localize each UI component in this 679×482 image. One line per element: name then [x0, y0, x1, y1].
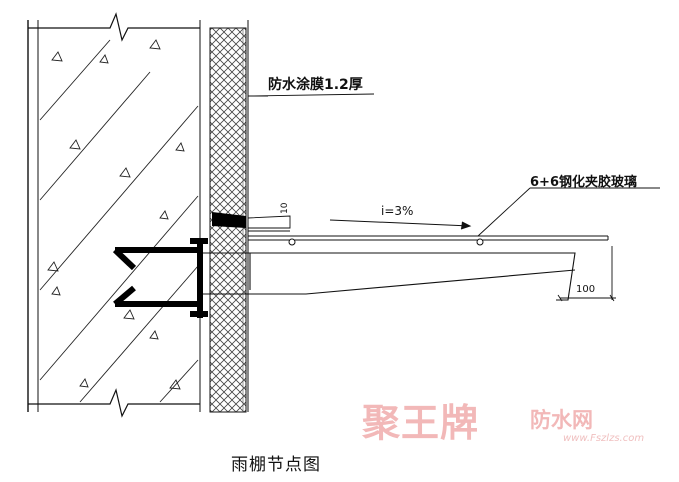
concrete-wall [27, 12, 201, 418]
cantilever-beam [203, 252, 576, 301]
glass-panel [248, 230, 609, 246]
watermark-site: 防水网 [530, 408, 593, 432]
small-dimension-label: 10 [280, 202, 290, 214]
drawing-title: 雨棚节点图 [231, 455, 321, 475]
dimension-100-label: 100 [576, 284, 596, 295]
sealant-joint [212, 212, 291, 229]
slope-arrow [329, 219, 472, 230]
watermark-brand: 聚王牌 [362, 400, 480, 445]
laminated-glass-label: 6+6钢化夹胶玻璃 [530, 175, 637, 190]
leader-lines [247, 93, 660, 237]
dimension-100 [557, 246, 616, 302]
steel-bracket [112, 238, 208, 318]
slope-label: i=3% [381, 204, 414, 218]
watermark-url: www.Fszlzs.com [563, 433, 645, 444]
waterproof-coating-label: 防水涂膜1.2厚 [268, 77, 363, 93]
